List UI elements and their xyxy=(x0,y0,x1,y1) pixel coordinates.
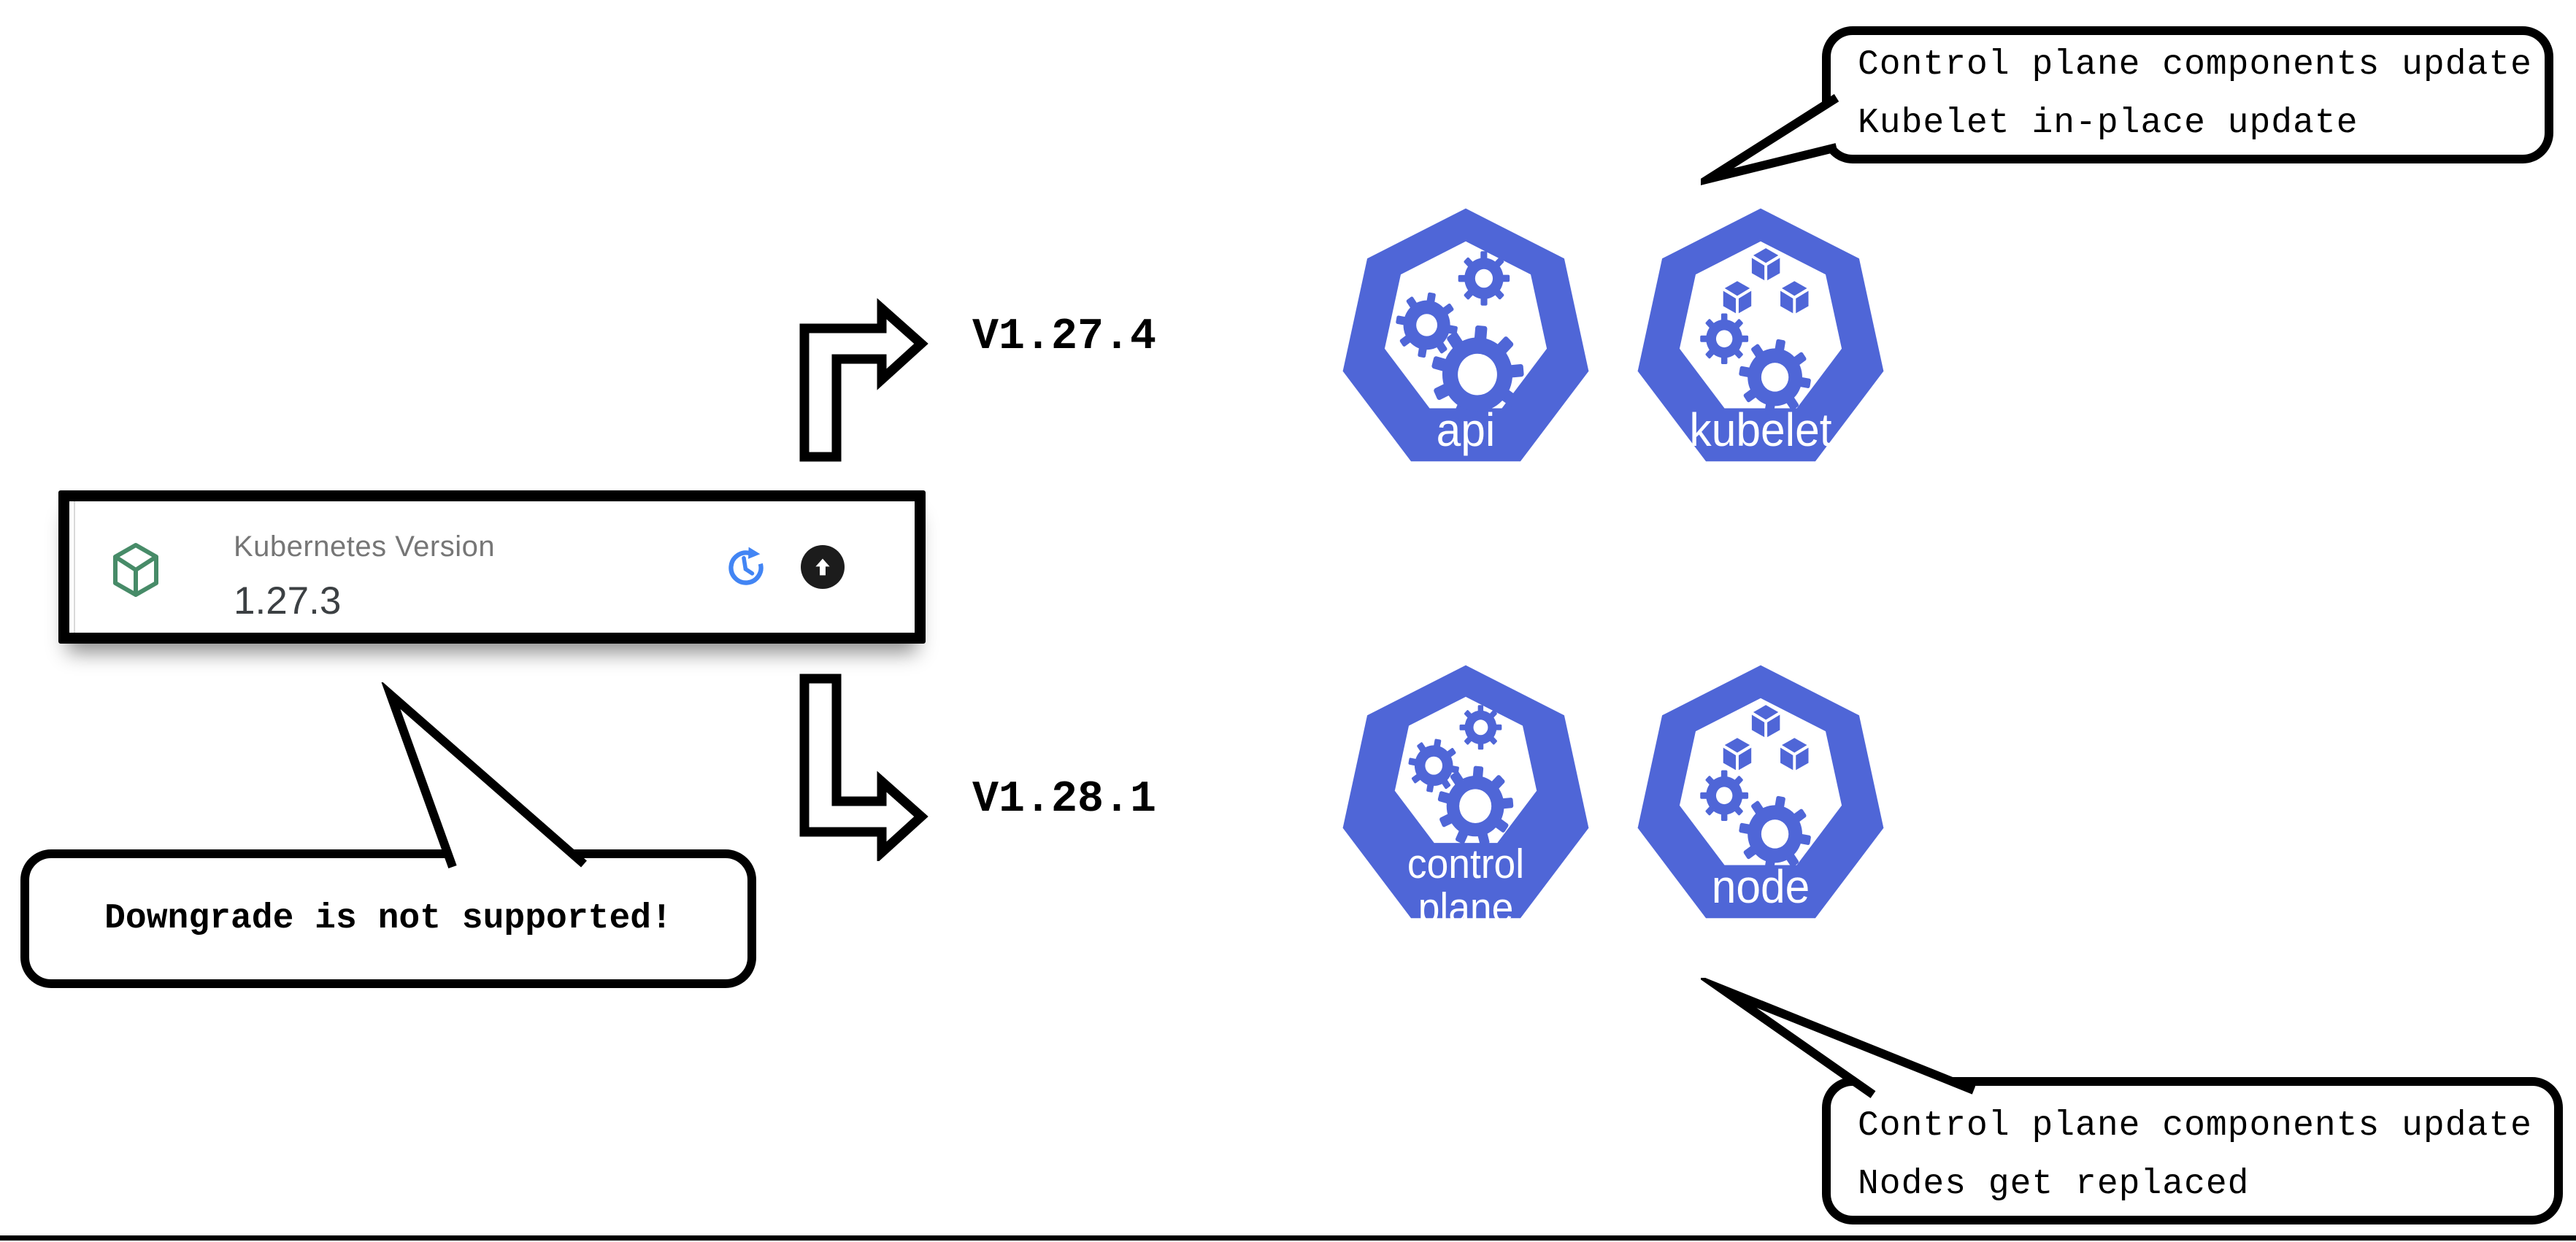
package-cube-icon xyxy=(113,543,158,597)
upgrade-button[interactable] xyxy=(801,545,845,589)
k8s-icon-label: node xyxy=(1712,861,1810,913)
callout-downgrade-bubble xyxy=(20,682,756,988)
k8s-icon-control-plane: control plane xyxy=(1342,665,1589,931)
arrow-up-icon xyxy=(815,558,830,576)
kubernetes-version-card: Kubernetes Version 1.27.3 xyxy=(58,490,926,644)
callout-bottom-right-line2: Nodes get replaced xyxy=(1858,1165,2250,1204)
version-label-patch: V1.27.4 xyxy=(972,312,1157,362)
gears-glyph xyxy=(1408,705,1514,846)
upgrade-arrow-patch xyxy=(799,298,928,462)
bottom-border-line xyxy=(0,1235,2576,1241)
k8s-icon-node: node xyxy=(1637,665,1884,919)
kubernetes-version-value: 1.27.3 xyxy=(234,579,342,622)
callout-top-right-line2: Kubelet in-place update xyxy=(1858,104,2358,143)
cubes-gears-glyph xyxy=(1700,248,1811,415)
gears-glyph xyxy=(1396,251,1524,423)
k8s-icon-label-line2: plane xyxy=(1418,884,1514,931)
cubes-gears-glyph xyxy=(1700,705,1811,872)
callout-downgrade-text: Downgrade is not supported! xyxy=(104,899,672,938)
callout-top-right-bubble xyxy=(1701,26,2553,185)
callout-bottom-right-line1: Control plane components update xyxy=(1858,1106,2532,1146)
k8s-icon-api: api xyxy=(1342,208,1589,462)
card-label: Kubernetes Version xyxy=(234,531,496,563)
version-label-minor: V1.28.1 xyxy=(972,775,1157,825)
k8s-icon-label: kubelet xyxy=(1689,404,1831,456)
k8s-icon-label: control xyxy=(1407,841,1524,887)
upgrade-arrow-minor xyxy=(799,674,928,861)
k8s-icon-kubelet: kubelet xyxy=(1637,208,1884,462)
card-left-edge xyxy=(74,501,75,633)
refresh-history-icon[interactable] xyxy=(725,547,767,589)
k8s-icon-label: api xyxy=(1437,404,1496,456)
callout-bottom-right-bubble xyxy=(1701,978,2563,1224)
callout-top-right-line1: Control plane components update xyxy=(1858,45,2532,85)
